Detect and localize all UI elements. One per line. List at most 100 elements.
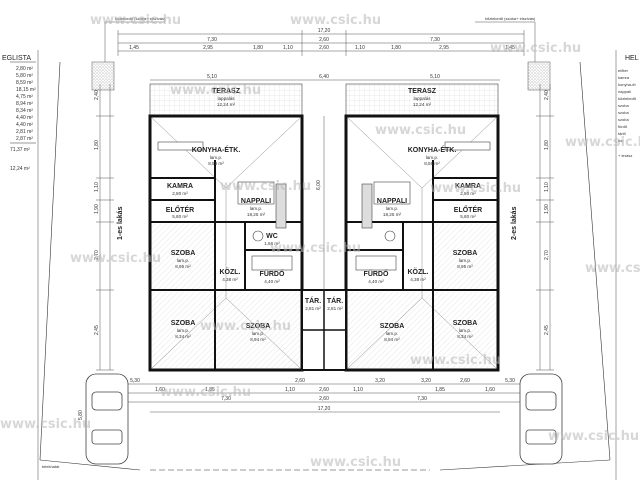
room-area: 4,40 m² <box>368 279 384 284</box>
dim-label: 1,80 <box>544 140 550 150</box>
room-fill <box>348 292 432 368</box>
dim-label: 2,60 <box>319 396 329 402</box>
room-area: 8,59 m² <box>208 161 224 166</box>
watermark-layer: www.csic.hu www.csic.hu www.csic.hu www.… <box>0 13 640 470</box>
dim-label: 2,40 <box>94 90 100 100</box>
room-name-bedroom: SZOBA <box>380 323 405 330</box>
dim-label: 5,30 <box>505 378 515 384</box>
room-list-item: konyha-ét <box>618 82 636 87</box>
room-area: 5,80 m² <box>172 214 188 219</box>
terrace-left <box>149 83 303 117</box>
dim-label: 1,90 <box>544 204 550 214</box>
watermark: www.csic.hu <box>290 13 381 28</box>
room-list-item: szoba <box>618 117 629 122</box>
dim-label: 2,70 <box>544 250 550 260</box>
room-name-storage: TÁR. <box>327 296 343 305</box>
dim-label: 1,10 <box>544 182 550 192</box>
room-area: 12,24 m² <box>217 102 236 107</box>
room-area: 18,25 m² <box>247 212 266 217</box>
area-value: 2,81 m² <box>16 129 33 135</box>
lot-boundary <box>39 61 611 471</box>
bathtub <box>355 255 397 271</box>
room-list-item: szoba <box>618 103 629 108</box>
sofa <box>361 183 373 229</box>
terrace-right <box>345 83 499 117</box>
watermark: www.csic.hu <box>160 385 251 400</box>
watermark: www.csic.hu <box>548 429 639 444</box>
dim-label: 7,30 <box>430 37 440 43</box>
room-area: 18,25 m² <box>383 212 402 217</box>
right-room-list: HEL előter kamra konyha-ét nappali közle… <box>615 50 639 480</box>
area-value: 4,75 m² <box>16 94 33 100</box>
room-fill <box>434 292 496 368</box>
area-value: 4,40 m² <box>16 122 33 128</box>
room-floor-type: lam.p. <box>459 258 472 263</box>
dim-label: 2,45 <box>94 325 100 335</box>
bottom-dimensions <box>118 383 524 413</box>
watermark: www.csic.hu <box>585 261 640 276</box>
room-name-bedroom: SZOBA <box>453 320 478 327</box>
room-list-item: tárlő <box>618 131 627 136</box>
dim-label: 2,60 <box>319 37 329 43</box>
room-name-corridor: KÖZL. <box>220 267 241 276</box>
room-name-living: NAPPALI <box>241 198 271 205</box>
dim-label: 7,30 <box>417 396 427 402</box>
dim-label: 5,30 <box>130 378 140 384</box>
left-area-list: EGLISTA 2,80 m² 5,80 m² 8,59 m² 18,15 m²… <box>2 50 39 480</box>
room-name-bedroom: SZOBA <box>171 250 196 257</box>
watermark: www.csic.hu <box>565 135 640 150</box>
dim-label: 2,95 <box>439 45 449 51</box>
dim-label: 1,80 <box>94 140 100 150</box>
watermark: www.csic.hu <box>200 319 291 334</box>
center-height: 6,00 <box>316 180 322 190</box>
room-area: 4,38 m² <box>222 277 238 282</box>
watermark: www.csic.hu <box>270 241 361 256</box>
room-list-item: előter <box>618 68 629 73</box>
dim-label: 1,80 <box>253 45 263 51</box>
dim-label: 1,80 <box>391 45 401 51</box>
corner-note-right: kőzlekedő (szoba+ elszívás) <box>485 16 536 21</box>
kitchen-counter <box>157 141 204 151</box>
dim-label: 2,45 <box>544 325 550 335</box>
room-area: 2,81 m² <box>327 306 343 311</box>
dining-table <box>373 181 411 205</box>
room-area: 5,80 m² <box>460 214 476 219</box>
top-dimensions <box>117 30 525 81</box>
car-right <box>519 373 563 465</box>
dim-label: 5,10 <box>430 74 440 80</box>
dim-label: 2,60 <box>319 387 329 393</box>
dim-label: 1,85 <box>205 387 215 393</box>
area-value: 8,59 m² <box>16 80 33 86</box>
room-floor-type: lam.p. <box>252 331 265 336</box>
right-vertical-dimensions <box>536 84 554 371</box>
dim-label: 1,60 <box>155 387 165 393</box>
area-value: 5,80 m² <box>16 73 33 79</box>
watermark: www.csic.hu <box>375 123 466 138</box>
kitchen-counter <box>444 141 491 151</box>
room-name-terrace: TERASZ <box>212 88 241 95</box>
dim-label: 2,95 <box>203 45 213 51</box>
dim-label: 6,40 <box>319 74 329 80</box>
unit-right <box>344 83 500 372</box>
room-name-kitchen: KONYHA-ÉTK. <box>408 145 457 154</box>
gravel-pad <box>91 61 115 91</box>
room-area: 2,81 m² <box>305 306 321 311</box>
room-area: 4,38 m² <box>410 277 426 282</box>
dim-label: 17,20 <box>318 28 331 34</box>
wc-fixture <box>384 230 396 242</box>
room-list-item: közlekedő <box>618 96 637 101</box>
dim-label: 1,10 <box>94 182 100 192</box>
dim-label: 1,90 <box>94 204 100 214</box>
dim-label: 1,10 <box>355 45 365 51</box>
watermark: www.csic.hu <box>0 417 91 432</box>
room-name-bathroom: FÜRDŐ <box>364 269 389 278</box>
watermark: www.csic.hu <box>310 455 401 470</box>
watermark: www.csic.hu <box>170 83 261 98</box>
area-value: 8,94 m² <box>16 101 33 107</box>
terrace-area: 12,24 m² <box>10 166 30 172</box>
room-floor-type: lam.p. <box>177 258 190 263</box>
corner-note-left: közlekedő (szoba+ elszívás) <box>115 16 166 21</box>
wc-fixture <box>252 230 264 242</box>
